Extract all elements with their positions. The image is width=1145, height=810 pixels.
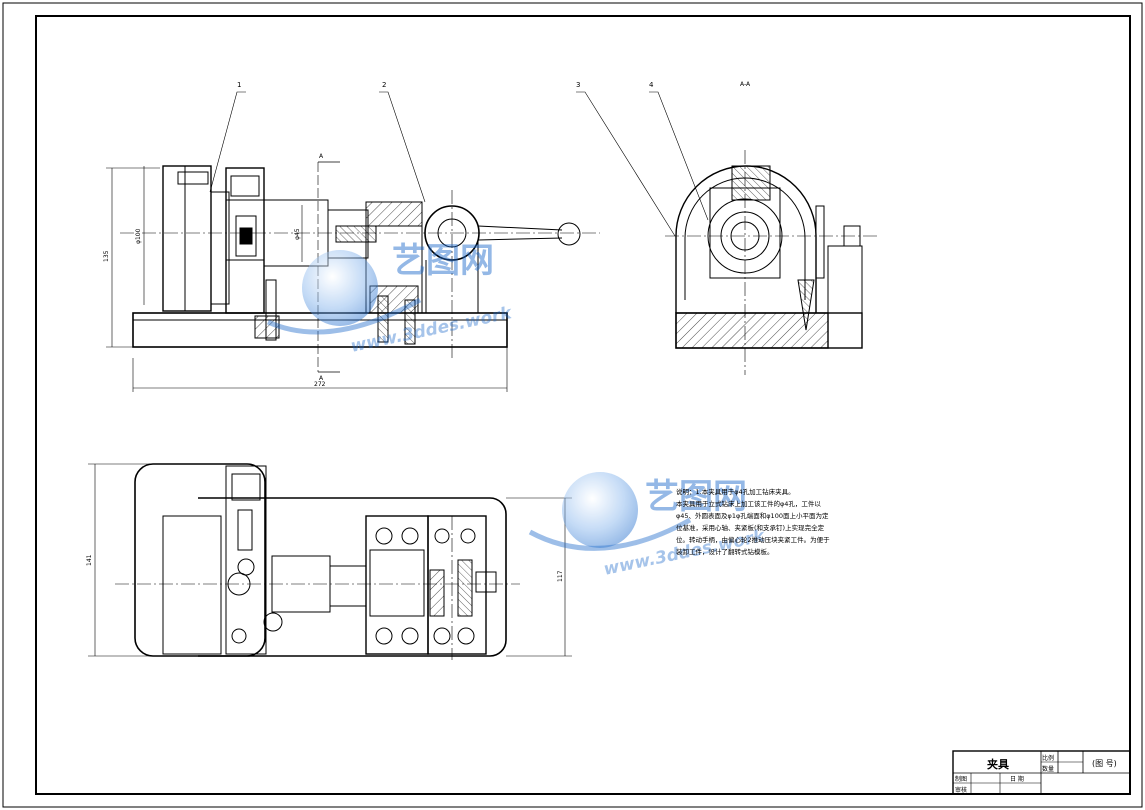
- section-view-label: A-A: [740, 81, 751, 88]
- note-line: 位基准，采用心轴、夹紧板(和支承钉)上实现完全定: [676, 524, 825, 532]
- watermark-logo-icon-2: [562, 472, 638, 548]
- title-block: [952, 750, 1131, 795]
- title-block-designer-label: 制图: [955, 775, 967, 783]
- inner-border: [35, 15, 1131, 795]
- section-view: [576, 91, 880, 375]
- dimension-labels: 135 φ100 φ45 272 141 117: [86, 228, 564, 582]
- dim-diameter-center: φ45: [294, 228, 301, 240]
- balloon-3: 3: [576, 81, 580, 89]
- note-line: 位。转动手柄，由偏心轮2推动压块夹紧工件。为便于: [676, 536, 830, 544]
- front-view: [106, 91, 600, 392]
- dim-diameter-left: φ100: [135, 228, 142, 244]
- note-line: 装卸工件，设计了翻转式钻模板。: [676, 548, 774, 556]
- dim-length-front: 272: [314, 381, 326, 388]
- balloon-4: 4: [649, 81, 654, 89]
- balloon-1: 1: [237, 81, 241, 89]
- note-line: φ45、外圆表面及φ1φ孔端面和φ100面上小平面为定: [676, 512, 829, 520]
- section-mark-bottom: A: [319, 375, 324, 382]
- dim-length-top: 117: [557, 570, 564, 582]
- title-block-scale-label: 比例: [1042, 754, 1054, 762]
- title-block-date-label: 日 期: [1010, 775, 1024, 783]
- dim-height-front: 135: [103, 250, 110, 262]
- technical-notes: 说明：1.本夹具用于φ4孔加工钻床夹具。 本夹具用于立式钻床上加工该工件的φ4孔…: [676, 486, 856, 558]
- dim-height-top: 141: [86, 554, 93, 566]
- balloon-2: 2: [382, 81, 386, 89]
- watermark-cn-1: 艺图网: [392, 241, 494, 281]
- note-line: 本夹具用于立式钻床上加工该工件的φ4孔，工件以: [676, 500, 821, 508]
- title-block-quantity-label: 数量: [1042, 765, 1054, 773]
- note-line: 说明：1.本夹具用于φ4孔加工钻床夹具。: [676, 488, 795, 496]
- watermark-logo-icon: [302, 250, 378, 326]
- top-view: [88, 463, 572, 660]
- balloon-labels: 1 2 3 4 A A A-A: [237, 81, 751, 382]
- watermark-cn-2: 艺图网: [645, 477, 747, 517]
- title-block-name: 夹具: [987, 757, 1009, 771]
- title-block-drawing-no: (图 号): [1092, 759, 1117, 768]
- title-block-checker-label: 审核: [955, 786, 967, 794]
- section-mark-top: A: [319, 153, 324, 160]
